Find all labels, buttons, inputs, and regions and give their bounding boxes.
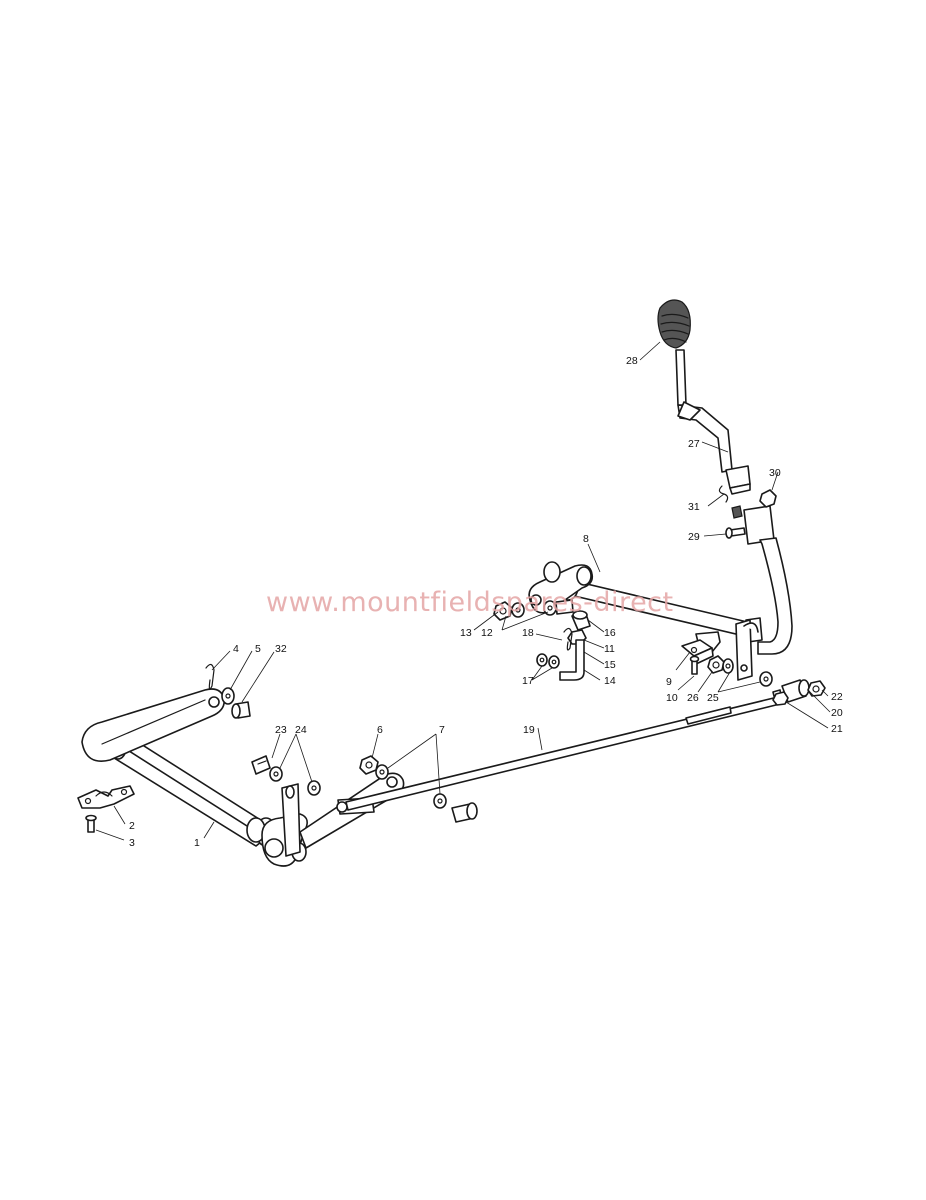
callout-8: 8: [583, 533, 589, 545]
callout-11: 11: [604, 643, 615, 655]
gear-lever: [675, 349, 751, 495]
clip-18: [563, 627, 573, 651]
callout-6: 6: [377, 724, 383, 736]
callout-18: 18: [522, 627, 534, 639]
washer-25: [722, 658, 734, 674]
pivot-bracket: [735, 619, 759, 681]
callout-22: 22: [831, 691, 843, 703]
shaft-arm: [528, 561, 594, 614]
callout-12: 12: [481, 627, 493, 639]
callout-9: 9: [666, 676, 672, 688]
slotted-lever: [281, 783, 301, 857]
callout-14: 14: [604, 675, 616, 687]
callout-5: 5: [255, 643, 261, 655]
l-pin-14: [559, 639, 585, 681]
callout-10: 10: [666, 692, 678, 704]
callout-7: 7: [439, 724, 445, 736]
callout-29: 29: [688, 531, 700, 543]
callout-24: 24: [295, 724, 307, 736]
callout-23: 23: [275, 724, 287, 736]
washer-24b: [307, 780, 321, 796]
bolt-7: [451, 802, 478, 823]
callout-13: 13: [460, 627, 472, 639]
callout-30: 30: [769, 467, 781, 479]
nut-21: [772, 691, 789, 706]
washer-5: [221, 687, 235, 705]
callout-2: 2: [129, 820, 135, 832]
pivot-pin-16: [571, 610, 591, 631]
screw-3: [85, 814, 97, 833]
bolt-29: [725, 527, 746, 539]
washer-24a: [269, 766, 283, 782]
callout-17: 17: [522, 675, 534, 687]
nut-13: [493, 601, 513, 621]
bolt-10: [689, 655, 700, 675]
callout-25: 25: [707, 692, 719, 704]
pin-32: [231, 701, 251, 719]
clip-23: [251, 755, 271, 775]
control-rod: [345, 695, 785, 811]
watermark-text: www.mountfieldspares-direct: [266, 587, 674, 618]
callout-28: 28: [626, 355, 638, 367]
callout-21: 21: [831, 723, 843, 735]
lever-tube: [743, 505, 793, 655]
nut-30: [759, 489, 777, 508]
callout-26: 26: [687, 692, 699, 704]
callout-labels: 1 2 3 4 5 32 23 24 6 7 8 9 10 26 25 16 1…: [129, 355, 843, 849]
callout-31: 31: [688, 501, 700, 513]
washers-17: [536, 653, 560, 669]
nut-22: [807, 680, 826, 697]
washer-7: [375, 764, 389, 780]
clamp-bracket: [77, 785, 135, 809]
washer-25-right: [759, 671, 773, 687]
left-lever-arm: [81, 688, 226, 762]
leader-lines: [95, 341, 831, 841]
nut-26: [707, 655, 725, 674]
callout-3: 3: [129, 837, 135, 849]
callout-4: 4: [233, 643, 239, 655]
washer-7b: [433, 793, 447, 809]
callout-15: 15: [604, 659, 616, 671]
callout-1: 1: [194, 837, 200, 849]
bolt-12: [555, 599, 574, 615]
clip-4: [205, 663, 215, 690]
spring-31: [718, 485, 743, 519]
gear-knob: [657, 299, 691, 349]
callout-27: 27: [688, 438, 700, 450]
callout-20: 20: [831, 707, 843, 719]
callout-32: 32: [275, 643, 287, 655]
callout-19: 19: [523, 724, 535, 736]
callout-16: 16: [604, 627, 616, 639]
